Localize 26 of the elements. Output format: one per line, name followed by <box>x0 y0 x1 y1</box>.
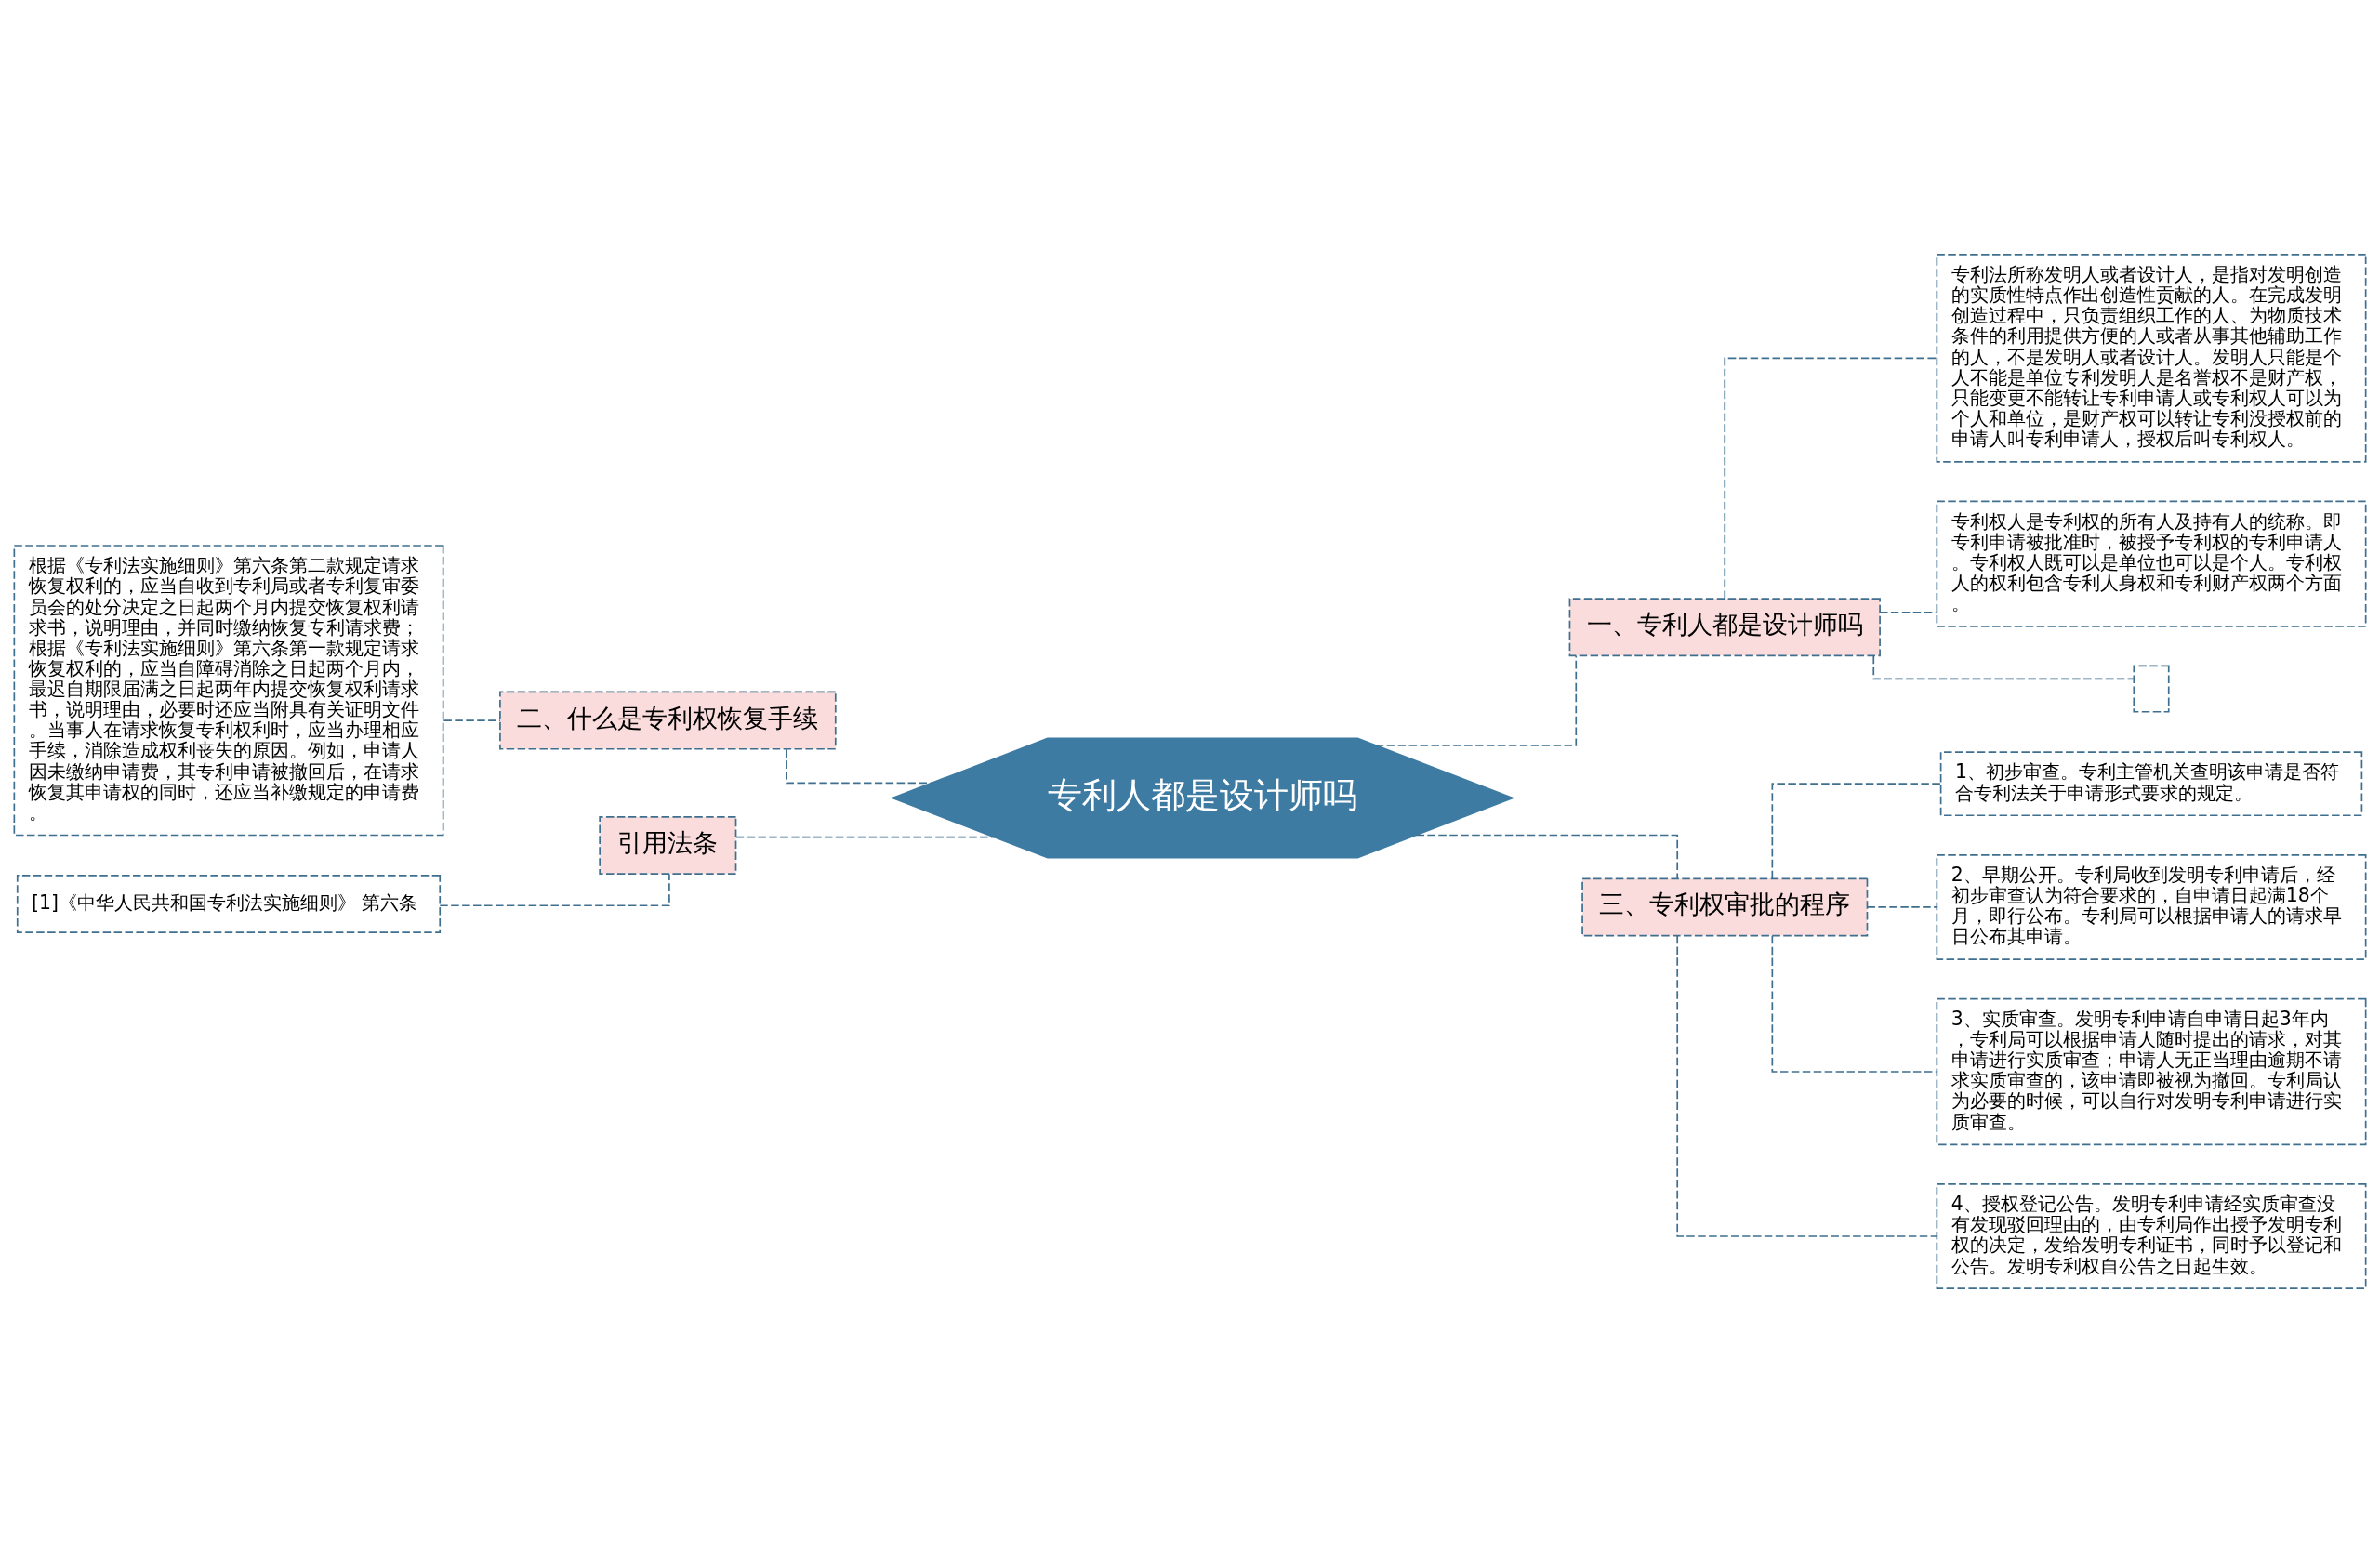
connector <box>1771 934 1937 1073</box>
node-box: [1]《中华人民共和国专利法实施细则》 第六条 <box>16 875 442 934</box>
connector <box>786 748 932 785</box>
connector <box>1676 934 1937 1237</box>
node-box: 专利法所称发明人或者设计人，是指对发明创造的实质性特点作出创造性贡献的人。在完成发明创造过程中，只负责组织工作的人、为物质技术条件的利用提供方便的人或者从事其他辅助工作的人，不是发明人或者设计人。发明人只能是个人不能是单位专利发明人是名誉权不是财产权，只能变更不能转让专利申请人或专利权人可以为个人和单位，是财产权可以转让专利没授权前的申请人叫专利申请人，授权后叫专利权人。 <box>1936 253 2367 463</box>
node-box: 专利权人是专利权的所有人及持有人的统称。即专利申请被批准时，被授予专利权的专利申请人。专利权人既可以是单位也可以是个人。专利权人的权利包含专利人身权和专利财产权两个方面。 <box>1936 500 2367 627</box>
connector <box>443 719 501 721</box>
connector <box>1872 654 2135 680</box>
connector <box>1724 357 1938 600</box>
node-box: 一、专利人都是设计师吗 <box>1568 598 1881 657</box>
node-box: 1、初步审查。专利主管机关查明该申请是否符合专利法关于申请形式要求的规定。 <box>1939 751 2363 817</box>
node-box: 4、授权登记公告。发明专利申请经实质审查没有发现驳回理由的，由专利局作出授予发明专利权的决定，发给发明专利证书，同时予以登记和公告。发明专利权自公告之日起生效。 <box>1936 1183 2367 1290</box>
node-box: 2、早期公开。专利局收到发明专利申请后，经初步审查认为符合要求的，自申请日起满18个月，即行公布。专利局可以根据申请人的请求早日公布其申请。 <box>1936 853 2367 960</box>
node-box: 三、专利权审批的程序 <box>1581 877 1869 937</box>
node-box: 二、什么是专利权恢复手续 <box>499 691 837 750</box>
connector <box>1879 612 1937 613</box>
connector <box>1866 906 1937 908</box>
connector <box>439 873 670 907</box>
connector <box>1374 654 1578 746</box>
node-box: 引用法条 <box>599 816 737 876</box>
node-box <box>2133 665 2170 713</box>
connector <box>1415 834 1679 879</box>
connector <box>734 836 996 838</box>
connector <box>1771 783 1942 879</box>
node-box: 根据《专利法实施细则》第六条第二款规定请求恢复权利的，应当自收到专利局或者专利复审委员会的处分决定之日起两个月内提交恢复权利请求书，说明理由，并同时缴纳恢复专利请求费；根据《专利法实施细则》第六条第一款规定请求恢复权利的，应当自障碍消除之日起两个月内，最迟自期限届满之日起两年内提交恢复权利请求书，说明理由，必要时还应当附具有关证明文件。当事人在请求恢复专利权利时，应当办理相应手续，消除造成权利丧失的原因。例如，申请人因未缴纳申请费，其专利申请被撤回后，在请求恢复其申请权的同时，还应当补缴规定的申请费。 <box>13 545 444 837</box>
node-box: 3、实质审查。发明专利申请自申请日起3年内，专利局可以根据申请人随时提出的请求，对其申请进行实质审查；申请人无正当理由逾期不请求实质审查的，该申请即被视为撤回。专利局认为必要的时候，可以自行对发明专利申请进行实质审查。 <box>1936 997 2367 1146</box>
